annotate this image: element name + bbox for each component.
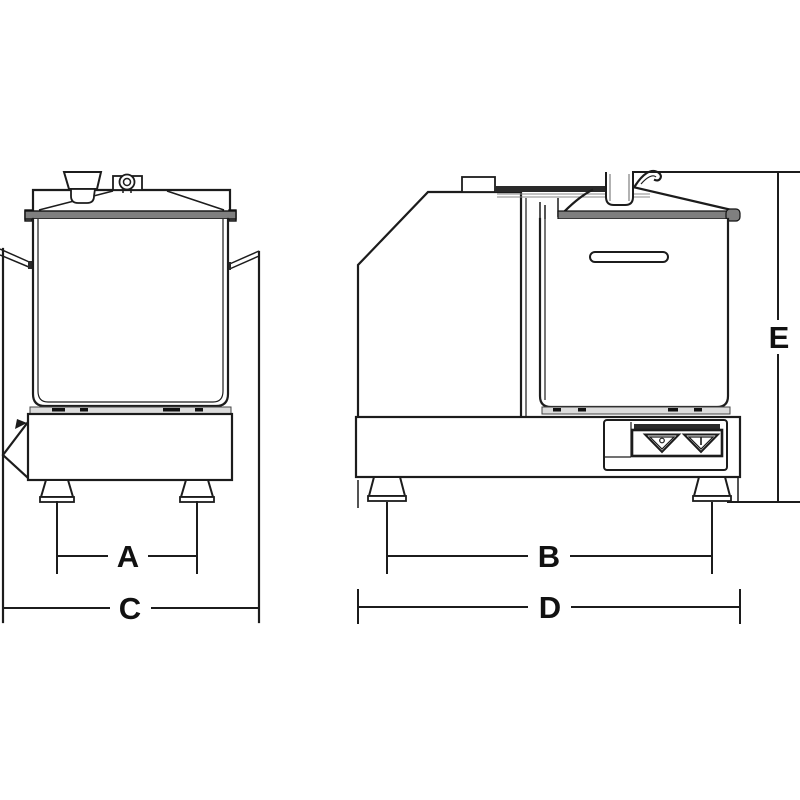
start-button-icon — [681, 433, 721, 454]
front-lid — [31, 188, 232, 213]
control-panel — [603, 419, 728, 471]
front-bowl — [31, 217, 230, 408]
side-feet — [367, 476, 732, 502]
side-motor-housing — [356, 176, 527, 419]
dimension-c-label: C — [119, 591, 141, 626]
side-support-band — [541, 406, 731, 415]
lid-knob-icon — [112, 173, 143, 193]
side-bowl — [538, 202, 730, 409]
dimension-e-label: E — [769, 320, 790, 355]
side-feed-tube-icon — [605, 169, 662, 206]
dimension-d: D — [357, 477, 741, 625]
dimension-d-label: D — [539, 590, 561, 625]
dimension-a: A — [56, 501, 198, 574]
dimension-e: E — [632, 171, 800, 503]
side-lid — [557, 185, 741, 222]
feed-funnel-icon — [62, 171, 103, 204]
stop-button-icon — [642, 433, 682, 454]
front-feet — [39, 479, 215, 503]
front-base — [26, 412, 234, 482]
dimension-b-label: B — [538, 539, 560, 574]
dimension-b: B — [386, 502, 713, 574]
side-view — [354, 169, 742, 502]
dimension-c: C — [2, 591, 260, 626]
dimension-a-label: A — [117, 539, 139, 574]
front-view — [0, 171, 261, 624]
